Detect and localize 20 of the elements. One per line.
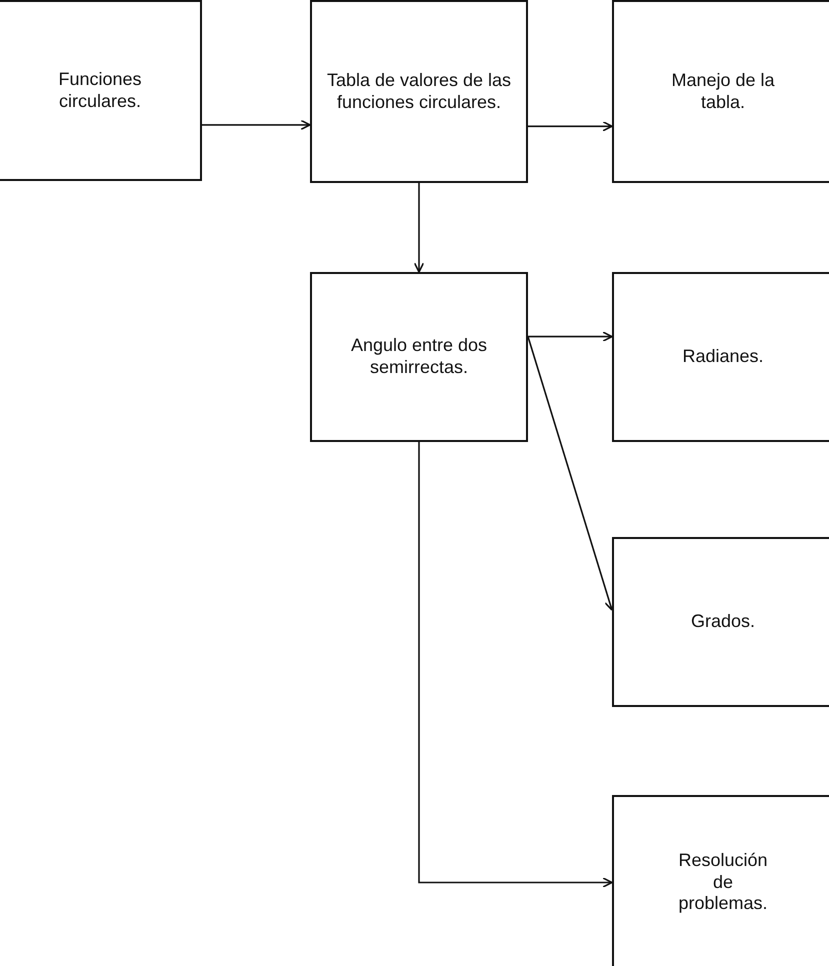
process-box	[310, 0, 528, 183]
arrow	[202, 120, 311, 130]
box-label: Manejo de la tabla.	[670, 70, 776, 114]
process-box	[612, 795, 829, 966]
box-label: Angulo entre dos semirrectas.	[350, 335, 488, 379]
arrow	[528, 120, 613, 132]
box-label: Funciones circulares.	[57, 68, 143, 112]
arrow	[418, 442, 613, 888]
arrow	[528, 331, 613, 342]
process-box	[310, 272, 528, 442]
box-label: Tabla de valores de las funciones circulares.	[326, 70, 512, 114]
box-label: Resolución de problemas.	[677, 850, 769, 915]
box-label: Grados.	[690, 611, 756, 633]
process-box	[612, 0, 829, 183]
process-box	[612, 272, 829, 442]
arrow	[527, 336, 614, 611]
arrow	[414, 183, 424, 273]
box-label: Radianes.	[682, 346, 764, 368]
process-box	[0, 0, 202, 181]
process-box	[612, 537, 829, 707]
